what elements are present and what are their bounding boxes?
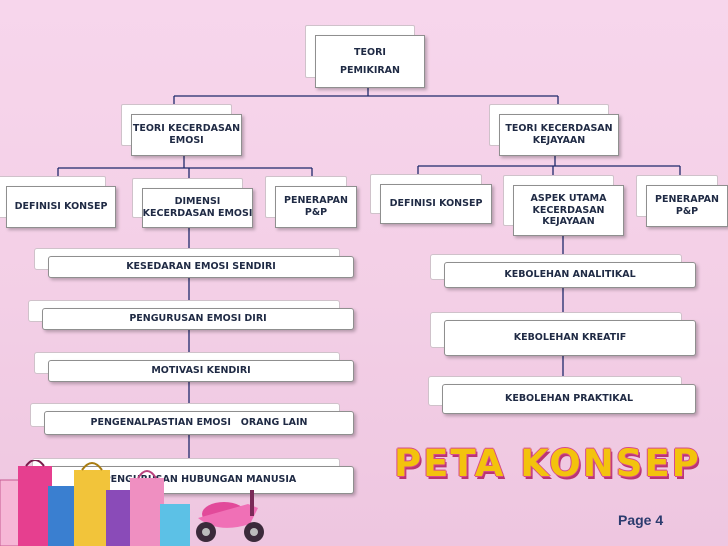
scooter-illustration [196,490,264,542]
dimension-label: KESEDARAN EMOSI SENDIRI [48,256,354,278]
left-penerapan-node: PENERAPAN P&P [265,176,357,228]
dimension-item: PENGURUSAN EMOSI DIRI [28,300,354,330]
dimension-item: PENGENALPASTIAN EMOSI ORANG LAIN [30,403,354,435]
right-definisi-node: DEFINISI KONSEP [370,174,492,224]
page-number: Page 4 [618,512,664,528]
aspect-label: KEBOLEHAN KREATIF [444,320,696,356]
aspect-label: KEBOLEHAN ANALITIKAL [444,262,696,288]
left-definisi-node: DEFINISI KONSEP [0,176,116,228]
left-dimensi-label: DIMENSI KECERDASAN EMOSI [142,188,253,228]
root-line2: PEMIKIRAN [340,64,400,76]
root-line1: TEORI [354,46,386,58]
left-definisi-label: DEFINISI KONSEP [6,186,116,228]
aspect-label: KEBOLEHAN PRAKTIKAL [442,384,696,414]
right-penerapan-label: PENERAPAN P&P [646,185,728,227]
right-branch-title: TEORI KECERDASAN KEJAYAAN [499,114,619,156]
right-definisi-label: DEFINISI KONSEP [380,184,492,224]
aspect-item: KEBOLEHAN ANALITIKAL [430,254,696,288]
dimension-item: MOTIVASI KENDIRI [34,352,354,382]
left-dimensi-node: DIMENSI KECERDASAN EMOSI [132,178,253,228]
left-penerapan-label: PENERAPAN P&P [275,186,357,228]
dimension-label: PENGENALPASTIAN EMOSI ORANG LAIN [44,411,354,435]
aspect-item: KEBOLEHAN KREATIF [430,312,696,356]
right-branch-node: TEORI KECERDASAN KEJAYAAN [489,104,619,156]
dimension-item: KESEDARAN EMOSI SENDIRI [34,248,354,278]
left-branch-title: TEORI KECERDASAN EMOSI [131,114,242,156]
right-aspek-label: ASPEK UTAMA KECERDASAN KEJAYAAN [513,185,624,236]
root-node: TEORI PEMIKIRAN [305,25,425,88]
right-aspek-node: ASPEK UTAMA KECERDASAN KEJAYAAN [503,175,624,236]
aspect-item: KEBOLEHAN PRAKTIKAL [428,376,696,414]
shopping-bags-illustration [0,460,190,546]
dimension-label: PENGURUSAN EMOSI DIRI [42,308,354,330]
left-branch-node: TEORI KECERDASAN EMOSI [121,104,242,156]
right-penerapan-node: PENERAPAN P&P [636,175,728,227]
dimension-label: MOTIVASI KENDIRI [48,360,354,382]
slide-title: PETA KONSEP [394,442,701,485]
